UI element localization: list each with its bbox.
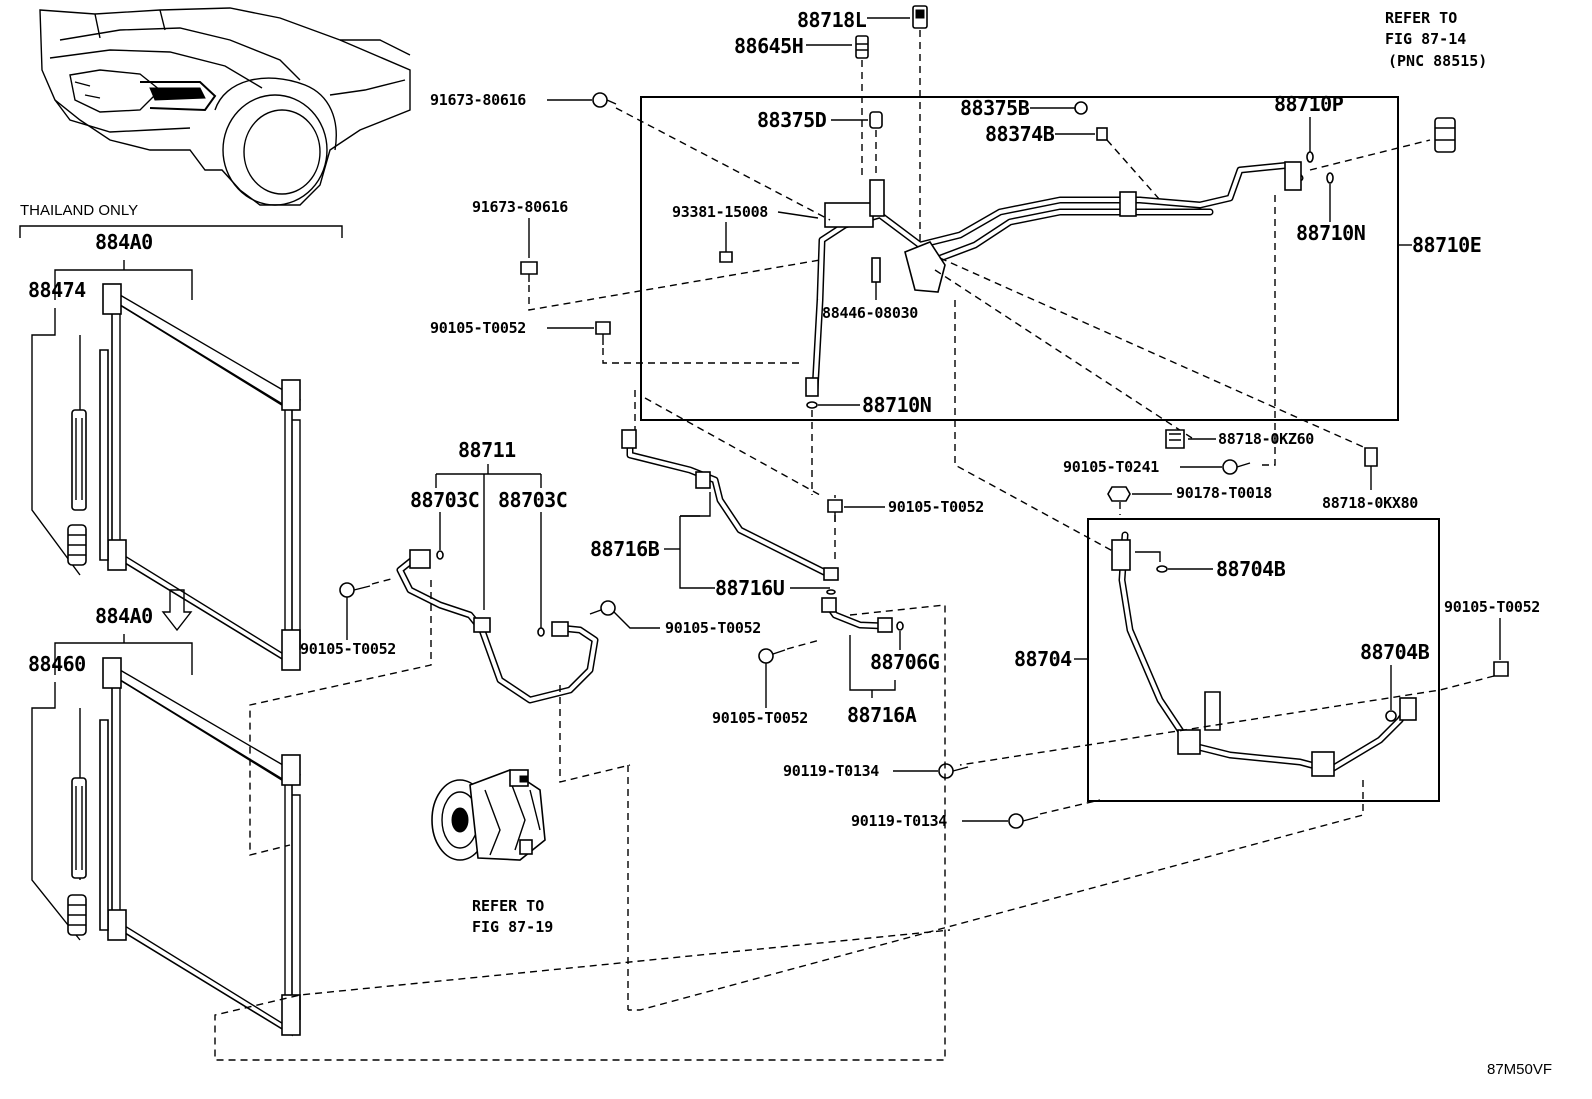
part-label-88706G: 88706G <box>870 650 940 674</box>
part-label-88375D: 88375D <box>757 108 827 132</box>
thailand-only-section: THAILAND ONLY <box>19 202 343 238</box>
thailand-only-note: THAILAND ONLY <box>20 202 138 219</box>
part-label-884A0-top: 884A0 <box>95 230 153 254</box>
bolt-90119-T0134-b: 90119-T0134 <box>851 799 1101 830</box>
sensor-88718-0KX80: 88718-0KX80 <box>1322 447 1419 512</box>
condenser-assembly-top: 884A0 88474 <box>28 230 302 671</box>
part-label-884A0-bottom: 884A0 <box>95 604 153 628</box>
part-label-88710N-bottom: 88710N <box>862 393 931 417</box>
compressor-illustration: REFER TO FIG 87-19 <box>431 769 553 936</box>
part-label-88374B: 88374B <box>985 122 1055 146</box>
part-label-88704B-top: 88704B <box>1216 557 1286 581</box>
refer-bottom-line1: REFER TO <box>472 897 544 915</box>
part-label-88704B-bottom: 88704B <box>1360 640 1430 664</box>
tube-88716: 88716B 88716U 88706G 88716A <box>590 429 940 727</box>
refer-bottom-line2: FIG 87-19 <box>472 918 553 936</box>
part-label-88375B: 88375B <box>960 96 1030 120</box>
bolt-90119-T0134-a: 90119-T0134 <box>783 762 969 780</box>
figure-id: 87M50VF <box>1487 1061 1552 1078</box>
part-label-88718-0KX80: 88718-0KX80 <box>1322 494 1418 512</box>
part-label-90178-T0018: 90178-T0018 <box>1176 484 1272 502</box>
part-label-91673-80616-top: 91673-80616 <box>430 91 526 109</box>
part-label-88716B: 88716B <box>590 537 660 561</box>
bolt-90105-T0052-a: 90105-T0052 <box>430 319 800 364</box>
part-label-88710N-right: 88710N <box>1296 221 1365 245</box>
part-label-88716A: 88716A <box>847 703 917 727</box>
sensor-88718-0KZ60: 88718-0KZ60 <box>1165 429 1315 449</box>
part-label-90119-T0134-b: 90119-T0134 <box>851 812 947 830</box>
bolt-91673-80616-mid: 91673-80616 <box>472 198 821 311</box>
tube-assembly-88710E: 88710E 88375D 93381-15008 88446-08030 88… <box>640 92 1482 421</box>
part-label-90105-T0052-e: 90105-T0052 <box>888 498 984 516</box>
refer-top-line3: (PNC 88515) <box>1388 52 1487 70</box>
part-label-88703C-right: 88703C <box>498 488 567 512</box>
part-label-90105-T0052-d: 90105-T0052 <box>1444 598 1540 616</box>
part-label-88446-08030: 88446-08030 <box>822 304 918 322</box>
refer-top-line1: REFER TO <box>1385 9 1457 27</box>
discharge-hose-88711: 88711 88703C 88703C <box>249 438 631 856</box>
reference-fig-87-14: REFER TO FIG 87-14 (PNC 88515) <box>1385 9 1487 153</box>
part-label-93381-15008: 93381-15008 <box>672 203 768 221</box>
sensor-88718L: 88718L <box>797 5 928 245</box>
part-label-88703C-left: 88703C <box>410 488 479 512</box>
refer-top-line2: FIG 87-14 <box>1385 30 1466 48</box>
hose-assembly-88704: 88704 88704B 88704B <box>628 518 1440 1011</box>
part-label-88718-0KZ60: 88718-0KZ60 <box>1218 430 1314 448</box>
guide-lines <box>634 139 1431 556</box>
condenser-assembly-bottom: 884A0 88460 <box>28 604 302 1037</box>
part-label-90105-T0052-b: 90105-T0052 <box>300 640 396 658</box>
part-label-88460: 88460 <box>28 652 86 676</box>
part-label-88716U: 88716U <box>715 576 784 600</box>
bolt-91673-80616-top: 91673-80616 <box>430 91 831 221</box>
bottom-dashed-frame <box>214 604 951 1061</box>
bolt-90105-T0052-b: 90105-T0052 <box>300 577 396 658</box>
vehicle-front-illustration <box>39 7 411 206</box>
part-label-91673-80616-mid: 91673-80616 <box>472 198 568 216</box>
part-label-88710E: 88710E <box>1412 233 1481 257</box>
part-label-90105-T0241: 90105-T0241 <box>1063 458 1159 476</box>
bolt-90105-T0052-f: 90105-T0052 <box>712 639 821 727</box>
part-label-90105-T0052-f: 90105-T0052 <box>712 709 808 727</box>
part-label-88718L: 88718L <box>797 8 867 32</box>
bolt-90105-T0241: 90105-T0241 <box>1063 458 1251 476</box>
nut-90178-T0018: 90178-T0018 <box>1107 484 1273 502</box>
bolt-90105-T0052-e: 90105-T0052 <box>827 498 984 522</box>
part-label-88704: 88704 <box>1014 647 1072 671</box>
part-label-90105-T0052-a: 90105-T0052 <box>430 319 526 337</box>
bolt-90105-T0052-c: 90105-T0052 <box>589 600 761 637</box>
down-arrow-icon <box>161 589 193 632</box>
sensor-88645H: 88645H <box>734 34 869 180</box>
part-label-90119-T0134-a: 90119-T0134 <box>783 762 879 780</box>
part-label-88474: 88474 <box>28 278 86 302</box>
part-label-88711: 88711 <box>458 438 516 462</box>
part-label-88710P: 88710P <box>1274 92 1344 116</box>
part-label-90105-T0052-c: 90105-T0052 <box>665 619 761 637</box>
bolt-90105-T0052-d: 90105-T0052 <box>959 598 1540 766</box>
part-label-88645H: 88645H <box>734 34 803 58</box>
